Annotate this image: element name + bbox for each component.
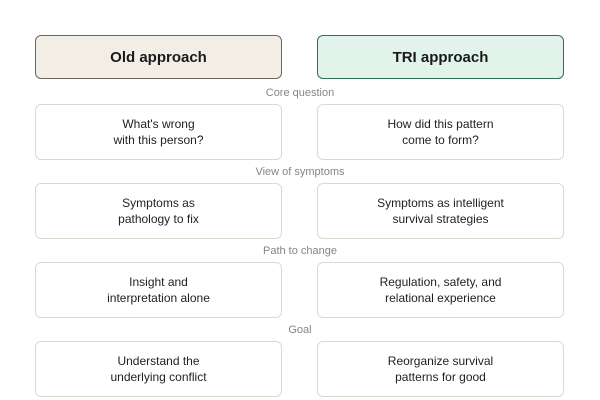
tri-goal-text: Reorganize survival patterns for good bbox=[387, 354, 494, 384]
old-core-question-box: What's wrong with this person? bbox=[35, 104, 282, 160]
old-goal-text: Understand the underlying conflict bbox=[110, 354, 207, 384]
old-view-of-symptoms-box: Symptoms as pathology to fix bbox=[35, 183, 282, 239]
row-label-core-question: Core question bbox=[265, 87, 335, 99]
row-label-path-to-change: Path to change bbox=[262, 245, 337, 257]
row-label-view-of-symptoms: View of symptoms bbox=[255, 166, 345, 178]
tri-approach-header: TRI approach bbox=[317, 35, 564, 79]
old-approach-title: Old approach bbox=[110, 48, 207, 66]
old-path-to-change-text: Insight and interpretation alone bbox=[107, 275, 210, 305]
old-view-of-symptoms-text: Symptoms as pathology to fix bbox=[118, 196, 199, 226]
tri-goal-box: Reorganize survival patterns for good bbox=[317, 341, 564, 397]
tri-approach-title: TRI approach bbox=[392, 48, 489, 66]
tri-view-of-symptoms-box: Symptoms as intelligent survival strateg… bbox=[317, 183, 564, 239]
old-goal-box: Understand the underlying conflict bbox=[35, 341, 282, 397]
old-approach-header: Old approach bbox=[35, 35, 282, 79]
tri-path-to-change-box: Regulation, safety, and relational exper… bbox=[317, 262, 564, 318]
tri-core-question-text: How did this pattern come to form? bbox=[387, 117, 494, 147]
tri-path-to-change-text: Regulation, safety, and relational exper… bbox=[379, 275, 502, 305]
old-path-to-change-box: Insight and interpretation alone bbox=[35, 262, 282, 318]
tri-view-of-symptoms-text: Symptoms as intelligent survival strateg… bbox=[377, 196, 504, 226]
row-label-goal: Goal bbox=[288, 324, 312, 336]
old-core-question-text: What's wrong with this person? bbox=[113, 117, 204, 147]
tri-core-question-box: How did this pattern come to form? bbox=[317, 104, 564, 160]
